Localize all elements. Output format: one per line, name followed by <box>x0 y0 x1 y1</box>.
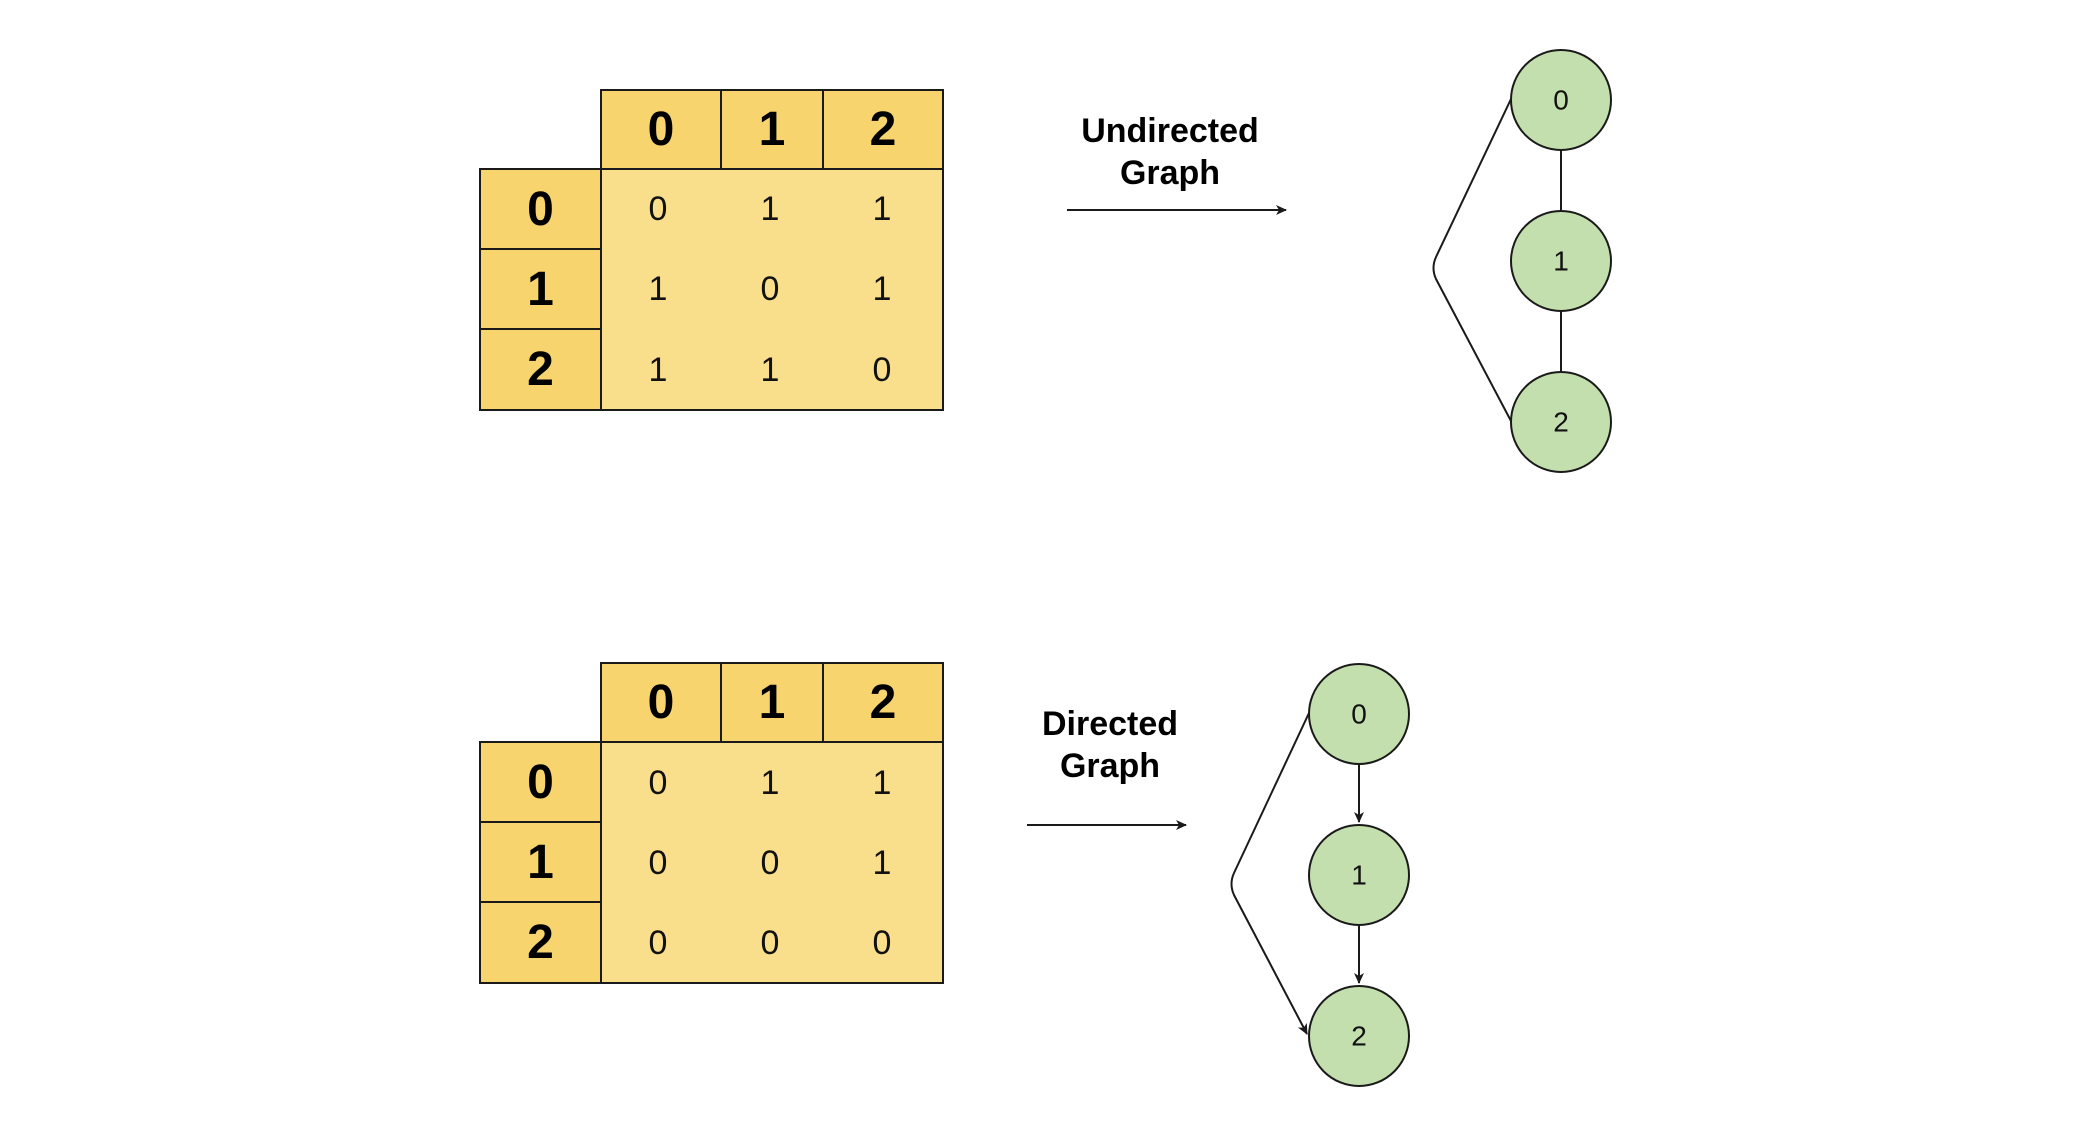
top-row-header-0: 0 <box>479 168 602 250</box>
directed-graph-label: Directed Graph <box>990 703 1230 787</box>
top-col-header-0: 0 <box>600 89 722 170</box>
undirected-node-0-label: 0 <box>1553 85 1569 116</box>
top-col-header-2: 2 <box>822 89 944 170</box>
directed-graph: 0 1 2 <box>1230 663 1410 1087</box>
directed-label-line1: Directed <box>1041 705 1179 743</box>
bottom-row-header-1: 1 <box>479 821 602 903</box>
bottom-cell-2-2: 0 <box>872 923 892 962</box>
directed-label-line2: Graph <box>1059 747 1161 785</box>
top-matrix-body <box>600 168 944 411</box>
directed-node-1 <box>1308 824 1410 926</box>
bottom-matrix-body <box>600 741 944 984</box>
bottom-cell-2-0: 0 <box>648 923 668 962</box>
undirected-node-2-label: 2 <box>1553 407 1569 438</box>
bottom-cell-0-2: 1 <box>872 763 892 802</box>
undirected-graph-label: Undirected Graph <box>1050 110 1290 194</box>
bottom-cell-1-0: 0 <box>648 843 668 882</box>
top-row-header-1: 1 <box>479 248 602 330</box>
bottom-cell-2-1: 0 <box>760 923 780 962</box>
undirected-edge-0-2 <box>1432 98 1512 422</box>
bottom-cell-0-0: 0 <box>648 763 668 802</box>
top-cell-2-2: 0 <box>872 350 892 389</box>
top-row-header-2: 2 <box>479 328 602 411</box>
top-cell-0-0: 0 <box>648 189 668 228</box>
directed-node-0-label: 0 <box>1351 699 1367 730</box>
undirected-label-line2: Graph <box>1119 154 1221 192</box>
top-cell-2-0: 1 <box>648 350 668 389</box>
bottom-col-header-2: 2 <box>822 662 944 743</box>
top-cell-0-2: 1 <box>872 189 892 228</box>
top-cell-0-1: 1 <box>760 189 780 228</box>
directed-edge-0-2 <box>1230 712 1310 1035</box>
bottom-col-header-0: 0 <box>600 662 722 743</box>
top-cell-1-1: 0 <box>760 269 780 308</box>
directed-node-2-label: 2 <box>1351 1021 1367 1052</box>
top-cell-2-1: 1 <box>760 350 780 389</box>
top-cell-1-2: 1 <box>872 269 892 308</box>
undirected-node-0 <box>1510 49 1612 151</box>
directed-node-1-label: 1 <box>1351 860 1367 891</box>
bottom-col-header-1: 1 <box>720 662 824 743</box>
undirected-graph: 0 1 2 <box>1432 49 1612 473</box>
top-cell-1-0: 1 <box>648 269 668 308</box>
directed-node-0 <box>1308 663 1410 765</box>
bottom-cell-0-1: 1 <box>760 763 780 802</box>
directed-node-2 <box>1308 985 1410 1087</box>
undirected-node-1-label: 1 <box>1553 246 1569 277</box>
bottom-cell-1-2: 1 <box>872 843 892 882</box>
bottom-cell-1-1: 0 <box>760 843 780 882</box>
undirected-node-1 <box>1510 210 1612 312</box>
undirected-node-2 <box>1510 371 1612 473</box>
undirected-label-line1: Undirected <box>1081 112 1259 150</box>
